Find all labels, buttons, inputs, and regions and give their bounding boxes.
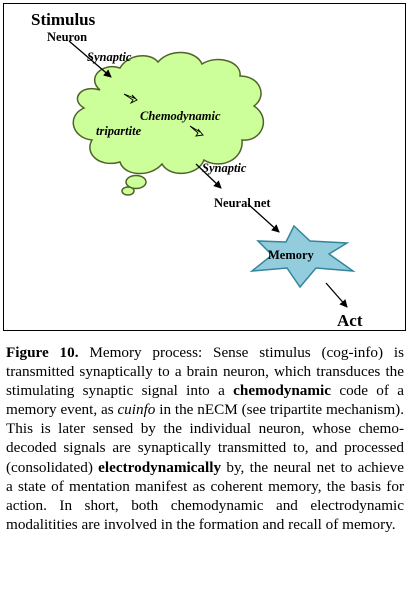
- caption-italic-cuinfo: cuinfo: [117, 401, 156, 419]
- figure-caption: Figure 10. Memory process: Sense stimulu…: [6, 343, 404, 534]
- neuron-label: Neuron: [47, 30, 87, 44]
- cloud-bubble-large: [125, 174, 147, 190]
- synaptic-label-top: Synaptic: [87, 50, 132, 64]
- figure-frame: Stimulus Neuron Synaptic Chemodynamic tr…: [3, 3, 406, 331]
- neural-net-label: Neural net: [214, 196, 271, 210]
- hollow-arrow-1: [123, 93, 138, 105]
- hollow-arrow-2: [189, 125, 204, 137]
- act-label: Act: [337, 311, 363, 330]
- arrow-neuron-to-cloud: [68, 40, 112, 78]
- cloud-bubble-small: [121, 186, 135, 196]
- memory-process-diagram: Stimulus Neuron Synaptic Chemodynamic tr…: [31, 10, 363, 330]
- synaptic-label-mid: Synaptic: [202, 161, 247, 175]
- cloud-shape: [72, 51, 265, 196]
- caption-bold-chemodynamic: chemodynamic: [233, 382, 332, 400]
- arrow-memory-to-act: [325, 282, 348, 308]
- memory-star-shape: [249, 224, 356, 289]
- caption-text-1: Memory process: Sense stimulus (cog-info…: [6, 344, 404, 400]
- memory-label: Memory: [268, 248, 315, 262]
- figure-label: Figure 10.: [6, 344, 79, 361]
- stimulus-label: Stimulus: [31, 10, 96, 29]
- caption-text-3: in the nECM (see tripartite mechanism). …: [6, 401, 404, 476]
- arrow-neural-net-to-memory: [247, 203, 280, 233]
- caption-text-4: by, the neural net to achieve a state of…: [6, 458, 404, 533]
- caption-bold-electrodynamically: electrodynamically: [98, 458, 222, 476]
- tripartite-label: tripartite: [96, 124, 142, 138]
- caption-text-2: code of a memory event, as: [6, 382, 404, 419]
- arrow-cloud-to-neural-net: [195, 163, 222, 189]
- chemodynamic-label: Chemodynamic: [140, 109, 221, 123]
